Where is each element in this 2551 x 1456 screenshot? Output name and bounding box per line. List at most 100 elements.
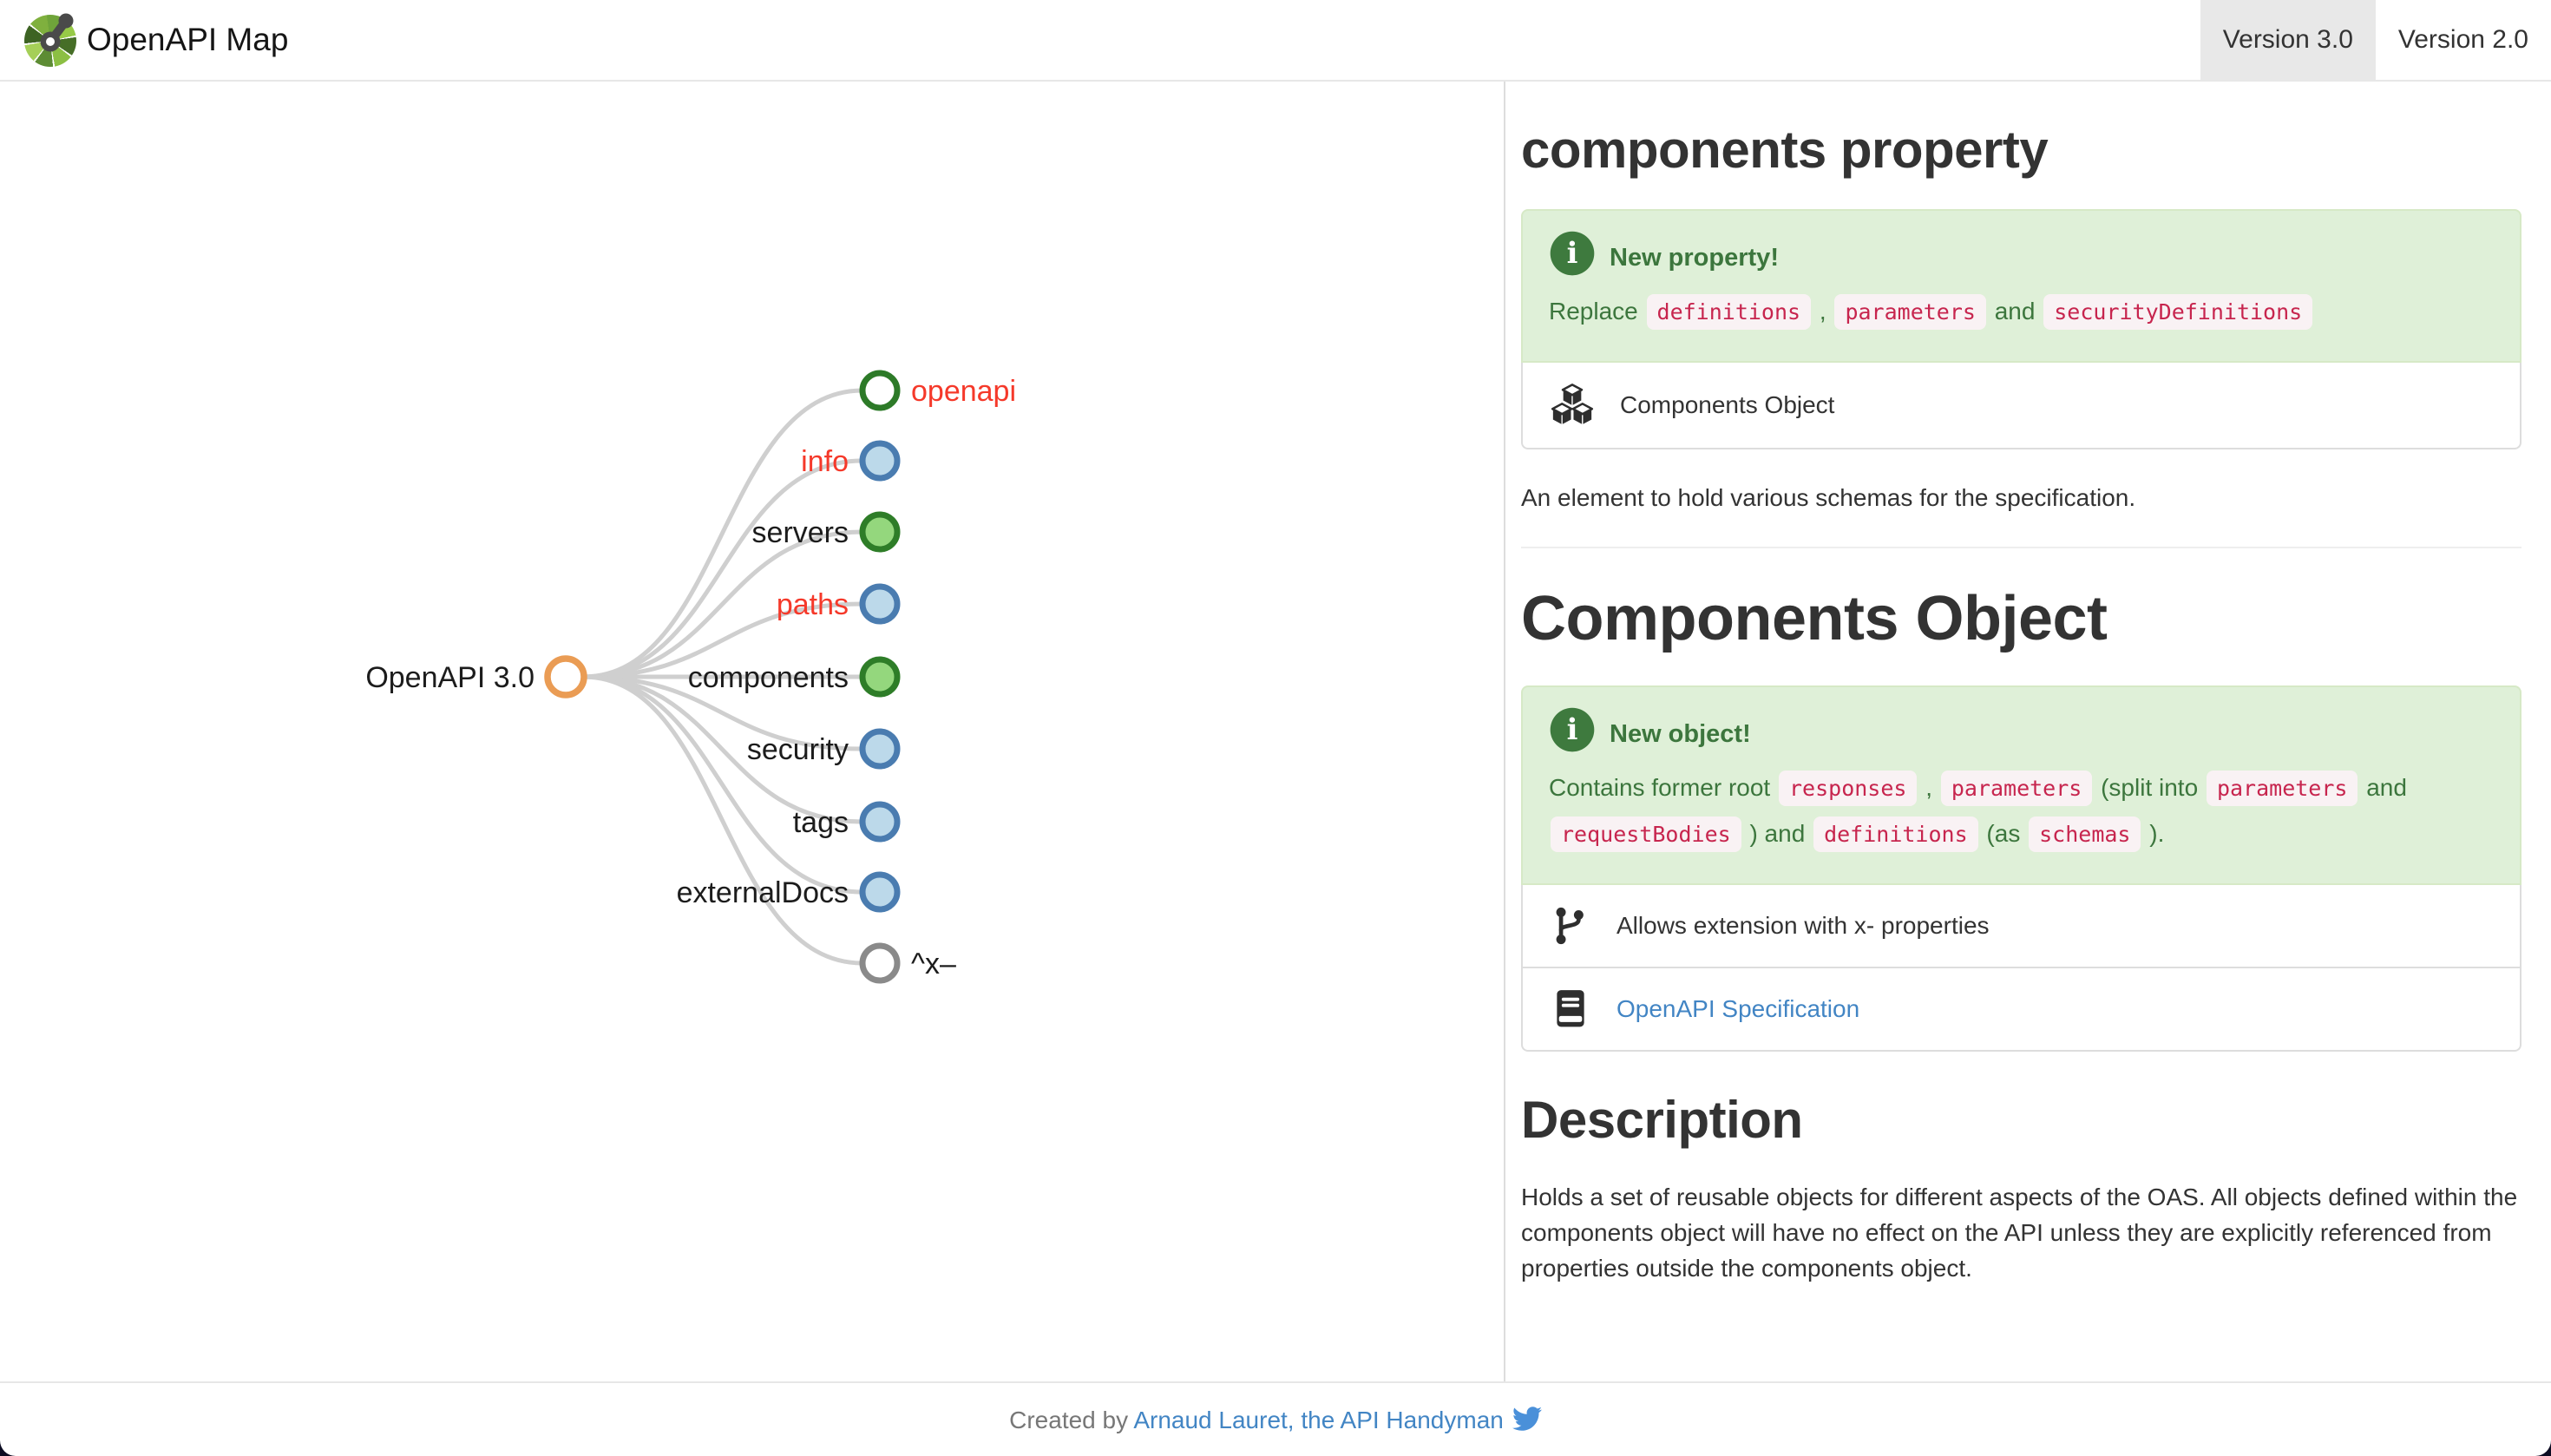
section-divider [1521,547,2521,548]
alert-head: i New property! [1549,230,2494,277]
tree-node-externaldocs[interactable]: externalDocs [677,871,901,913]
tree-link [582,674,863,751]
alert-title: New property! [1610,244,1779,272]
new-property-alert: i New property! Replace definitions , pa… [1521,209,2521,363]
openapi-logo-icon [24,13,78,67]
tree-node-label[interactable]: openapi [911,375,1016,408]
components-object-item-label: Components Object [1620,391,1835,418]
tree-node-circle[interactable] [859,728,901,770]
code-chip: schemas [2029,817,2141,852]
tree-node-label[interactable]: info [801,445,849,478]
components-object-item: Components Object [1521,363,2521,449]
alert-text: , [1918,774,1939,801]
alert-text: and [1987,298,2043,325]
tree-node-root-circle[interactable] [544,655,587,698]
tree-node-label[interactable]: externalDocs [677,876,849,909]
tree-link [582,601,863,679]
tree-node-circle[interactable] [859,511,901,553]
svg-text:i: i [1567,235,1578,270]
tree-link [582,674,863,824]
tree-node-info[interactable]: info [801,440,901,482]
footer-credit-text: Created by [1009,1407,1134,1433]
tree-link [582,458,863,679]
twitter-icon[interactable] [1512,1404,1542,1440]
tree-link [582,388,863,679]
tree-node-circle[interactable] [859,656,901,698]
tree-node-label[interactable]: ^x– [911,948,956,981]
code-chip: securityDefinitions [2043,294,2313,330]
tree-node-circle[interactable] [859,871,901,913]
tab-version-2[interactable]: Version 2.0 [2397,25,2528,54]
object-card: i New object! Contains former root respo… [1521,685,2521,1052]
tree-node-label[interactable]: tags [793,806,849,839]
tree-diagram: OpenAPI 3.0 openapi info servers paths c… [365,370,1016,984]
openapi-map-canvas: OpenAPI 3.0 openapi info servers paths c… [0,82,1505,1381]
alert-text: , [1813,298,1833,325]
tree-node-servers[interactable]: servers [752,511,901,553]
code-chip: definitions [1813,817,1978,852]
code-chip: parameters [2206,771,2358,806]
svg-text:i: i [1567,712,1578,746]
tree-link [582,674,863,895]
new-object-alert: i New object! Contains former root respo… [1521,685,2521,885]
tree-node-security[interactable]: security [747,728,901,770]
alert-text: ). [2142,820,2165,847]
tree-link [582,529,863,679]
footer-author-link[interactable]: Arnaud Lauret, the API Handyman [1133,1407,1504,1433]
brand-link[interactable]: OpenAPI Map [24,13,288,67]
alert-title: New object! [1610,720,1751,748]
tree-node-circle[interactable] [859,583,901,625]
alert-body: Contains former root responses , paramet… [1549,765,2494,857]
code-chip: requestBodies [1551,817,1741,852]
details-panel: components property i New property! Repl… [1505,82,2551,1381]
tree-node-label[interactable]: paths [777,588,849,621]
tree-node-circle[interactable] [859,370,901,411]
cubes-icon [1551,384,1594,426]
book-icon [1557,990,1584,1027]
tree-node-tags[interactable]: tags [793,801,901,843]
property-title: components property [1521,121,2049,179]
tree-node-label[interactable]: security [747,733,849,766]
openapi-logo-pin [40,13,74,52]
brand-title: OpenAPI Map [87,22,289,57]
object-title: Components Object [1521,584,2108,653]
extension-item: Allows extension with x- properties [1521,885,2521,968]
tree-node-openapi[interactable]: openapi [859,370,1016,411]
tree-node-circle[interactable] [859,801,901,843]
code-chip: responses [1779,771,1918,806]
openapi-specification-link[interactable]: OpenAPI Specification [1617,995,1860,1022]
tree-node-label[interactable]: components [688,661,849,694]
tab-version-3[interactable]: Version 3.0 [2200,0,2376,80]
property-summary: An element to hold various schemas for t… [1521,484,2136,511]
alert-text: ) and [1742,820,1813,847]
code-chip: parameters [1834,294,1986,330]
info-icon: i [1550,707,1595,752]
alert-text: Contains former root [1549,774,1777,801]
window-corner [0,1440,16,1456]
tree-link [582,674,863,966]
tree-node-label[interactable]: servers [752,516,849,549]
description-title: Description [1521,1091,1803,1149]
alert-text: and [2359,774,2407,801]
tree-node-root-label[interactable]: OpenAPI 3.0 [365,661,534,694]
tree-node-paths[interactable]: paths [777,583,901,625]
window-corner [2535,1440,2551,1456]
alert-body: Replace definitions , parameters and sec… [1549,289,2494,335]
tree-node-circle[interactable] [859,440,901,482]
code-chip: parameters [1940,771,2093,806]
alert-head: i New object! [1549,706,2494,753]
info-icon: i [1550,231,1595,276]
version-tabs: Version 3.0 Version 2.0 [2200,0,2551,80]
description-text: Holds a set of reusable objects for diff… [1521,1184,2518,1282]
tree-node-x-extension[interactable]: ^x– [859,942,956,984]
extension-item-label: Allows extension with x- properties [1617,912,1990,939]
alert-text: (as [1979,820,2028,847]
alert-text: (split into [2094,774,2205,801]
tree-node-components[interactable]: components [688,656,901,698]
app-footer: Created by Arnaud Lauret, the API Handym… [0,1381,2551,1456]
tree-node-circle[interactable] [859,942,901,984]
alert-text: Replace [1549,298,1645,325]
tree-links [582,388,863,966]
code-branch-icon [1556,907,1584,945]
tree-node-root[interactable]: OpenAPI 3.0 [365,655,587,698]
